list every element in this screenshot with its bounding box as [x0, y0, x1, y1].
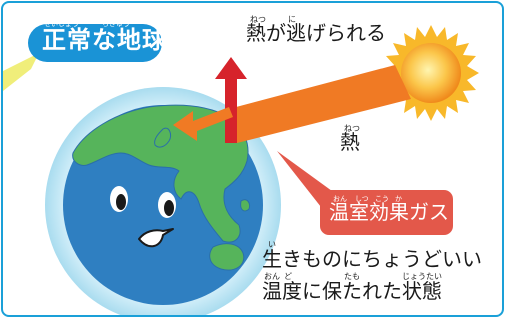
earth-face: [110, 186, 176, 248]
title-ruby-2: ちきゅう: [102, 20, 130, 28]
ghg-ruby-4: か: [395, 195, 402, 203]
ghg-ruby-3: こう: [375, 195, 389, 203]
comfort-line-1: い 生きものにちょうどいい: [262, 240, 482, 274]
escape-ruby-1: ねつ: [250, 15, 266, 24]
heat-return-arrow: [173, 107, 233, 141]
comfort-line-2: おん ど たも じょうたい 温度に保たれた状態: [262, 272, 442, 306]
heat-escape-arrow: [215, 57, 247, 143]
escape-text: 熱が逃げられる: [246, 21, 386, 45]
ghg-text: 温室効果ガス: [329, 200, 449, 224]
heat-escape-label: ねつ に 熱が逃げられる: [246, 16, 386, 50]
continent-japan: [154, 127, 172, 148]
diagram-frame: [1, 1, 504, 317]
line2-ruby-3: たも: [344, 272, 360, 281]
page-title: せいじょう ちきゅう 正常な地球: [42, 20, 167, 60]
yellow-ray-arrow: [3, 53, 39, 91]
line2-ruby-2: ど: [284, 272, 292, 281]
line2-text: 温度に保たれた状態: [262, 279, 442, 303]
title-text: 正常な地球: [42, 26, 167, 54]
ghg-ruby-2: しつ: [355, 195, 369, 203]
line1-text: 生きものにちょうどいい: [262, 247, 482, 271]
greenhouse-gas-box: [320, 190, 453, 235]
line1-ruby: い: [268, 240, 276, 249]
heat-text: 熱: [340, 130, 360, 154]
illustration: [3, 25, 479, 315]
heat-ruby: ねつ: [344, 124, 360, 133]
sunlight-band: [221, 65, 411, 143]
title-ruby-1: せいじょう: [44, 20, 79, 28]
escape-ruby-2: に: [288, 15, 296, 24]
title-badge: [28, 24, 162, 62]
earth-globe: [63, 104, 263, 305]
continent-island: [240, 199, 250, 212]
line2-ruby-1: おん: [264, 272, 280, 281]
line2-ruby-4: じょうたい: [402, 272, 442, 281]
ghg-ruby-1: おん: [333, 195, 347, 203]
heat-label: ねつ 熱: [340, 125, 360, 159]
continent-australia: [209, 243, 245, 271]
greenhouse-gas-label: おん しつ こう か 温室効果ガス: [329, 195, 449, 229]
